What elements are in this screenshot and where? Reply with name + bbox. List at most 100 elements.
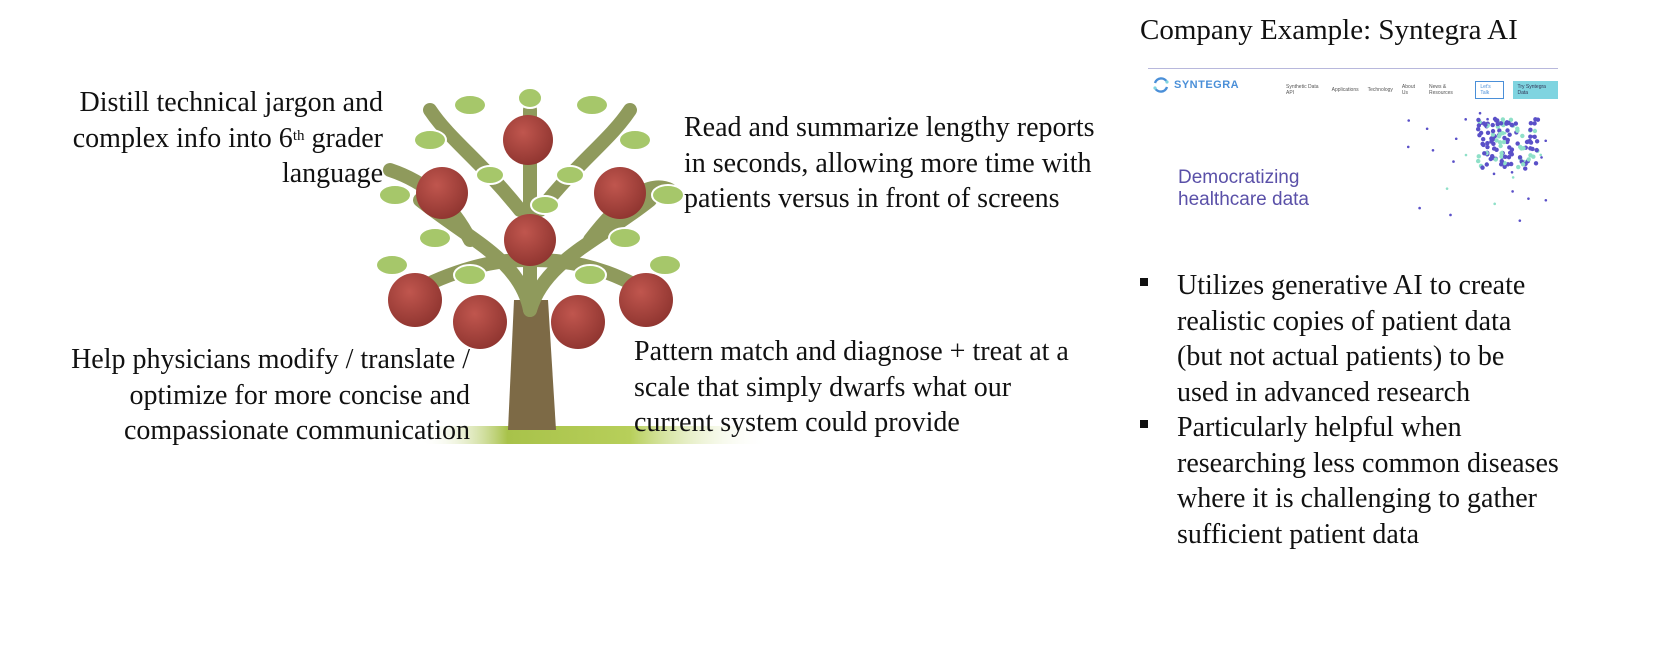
cluster-dot: [1480, 136, 1486, 142]
text-pattern-match: Pattern match and diagnose + treat at a …: [634, 336, 1069, 438]
data-cluster-graphic: [1406, 111, 1548, 222]
cluster-dot: [1500, 117, 1506, 122]
nav-item: News & Resources: [1429, 84, 1453, 96]
cluster-dot: [1502, 164, 1507, 169]
cluster-dot: [1510, 170, 1514, 174]
bullet-item: Utilizes generative AI to create realist…: [1140, 268, 1560, 410]
cluster-dot: [1484, 162, 1489, 167]
cluster-dot: [1498, 121, 1504, 126]
cluster-dot: [1476, 154, 1481, 159]
text-help-physicians: Help physicians modify / translate / opt…: [71, 344, 470, 446]
cluster-dot: [1503, 131, 1507, 135]
cluster-dot: [1523, 166, 1528, 171]
cluster-dot: [1418, 206, 1421, 210]
apple: [416, 167, 468, 219]
nav-item: Applications: [1331, 87, 1359, 93]
cluster-dot: [1454, 137, 1458, 141]
cluster-dot: [1540, 156, 1543, 159]
cluster-dot: [1476, 123, 1482, 128]
nav-item: Synthetic Data API: [1286, 84, 1319, 96]
cluster-dot: [1518, 219, 1522, 222]
cluster-dot: [1532, 121, 1537, 126]
cluster-dot: [1488, 156, 1493, 162]
cluster-dot: [1520, 133, 1525, 139]
cluster-dot: [1476, 117, 1481, 123]
nav-item: About Us: [1401, 84, 1415, 96]
cluster-dot: [1534, 147, 1539, 153]
cluster-dot: [1495, 121, 1500, 127]
apple: [503, 115, 553, 165]
text-part: Distill technical jargon and complex inf…: [72, 87, 383, 154]
cluster-dot: [1445, 187, 1449, 190]
cluster-dot: [1490, 132, 1496, 137]
cluster-dot: [1502, 135, 1507, 141]
cluster-dot: [1534, 139, 1540, 144]
cluster-dot: [1528, 127, 1533, 133]
cluster-dot: [1505, 128, 1510, 133]
apple: [594, 167, 646, 219]
nav-item: Technology: [1367, 87, 1393, 93]
cluster-dot: [1475, 126, 1481, 132]
cluster-dot: [1490, 122, 1495, 128]
cluster-dot: [1515, 126, 1520, 131]
cluster-dot: [1528, 134, 1533, 139]
cluster-dot: [1506, 154, 1512, 160]
cluster-dot: [1482, 151, 1487, 156]
cluster-dot: [1406, 145, 1410, 149]
cluster-dot: [1518, 144, 1523, 150]
cluster-dot: [1449, 213, 1452, 217]
cluster-dot: [1533, 161, 1539, 166]
cluster-dot: [1511, 190, 1514, 193]
cluster-dot: [1539, 153, 1543, 157]
hero-heading: Democratizing healthcare data: [1178, 167, 1309, 211]
cluster-dot: [1509, 161, 1514, 167]
ground: [420, 426, 770, 444]
cluster-dot: [1489, 136, 1494, 141]
cluster-dot: [1509, 122, 1515, 128]
cluster-dot: [1532, 134, 1537, 140]
cluster-dot: [1513, 121, 1519, 126]
hero-line: Democratizing: [1178, 167, 1300, 188]
company-example-title: Company Example: Syntegra AI: [1140, 14, 1518, 46]
apple: [619, 273, 673, 327]
company-bullets: Utilizes generative AI to create realist…: [1140, 268, 1560, 552]
cluster-dot: [1507, 150, 1513, 156]
apple: [551, 295, 605, 349]
cluster-dot: [1478, 130, 1484, 136]
cluster-dot: [1509, 147, 1515, 152]
try-data-button: Try Syntegra Data: [1512, 81, 1558, 99]
cluster-dot: [1503, 154, 1508, 160]
cluster-dot: [1499, 154, 1504, 159]
cluster-dot: [1464, 153, 1468, 157]
cluster-dot: [1508, 117, 1514, 123]
cluster-dot: [1431, 149, 1435, 152]
cluster-dot: [1516, 164, 1521, 170]
cluster-dot: [1494, 138, 1499, 143]
cluster-dot: [1486, 117, 1489, 121]
cluster-dot: [1497, 140, 1503, 145]
cluster-dot: [1483, 122, 1488, 128]
lets-talk-button: Let's Talk: [1475, 81, 1504, 99]
cluster-dot: [1493, 202, 1496, 206]
cluster-dot: [1524, 139, 1530, 145]
text-distill-jargon: Distill technical jargon and complex inf…: [0, 85, 383, 192]
cluster-dot: [1485, 144, 1490, 150]
cluster-dot: [1526, 157, 1531, 162]
cluster-dot: [1544, 198, 1548, 202]
cluster-dot: [1490, 128, 1496, 134]
cluster-dot: [1407, 119, 1411, 122]
cluster-dot: [1528, 153, 1533, 158]
cluster-dot: [1520, 162, 1526, 167]
cluster-dot: [1485, 140, 1490, 146]
site-nav: Synthetic Data API Applications Technolo…: [1286, 81, 1558, 99]
cluster-dot: [1485, 130, 1491, 135]
cluster-dot: [1452, 160, 1455, 163]
apple: [504, 214, 556, 266]
cluster-dot: [1475, 158, 1481, 164]
cluster-dot: [1528, 120, 1534, 126]
bullet-item: Particularly helpful when researching le…: [1140, 410, 1560, 552]
cluster-dot: [1515, 141, 1520, 146]
cluster-dot: [1425, 127, 1429, 131]
cluster-dot: [1493, 157, 1498, 162]
cluster-dot: [1494, 118, 1500, 123]
